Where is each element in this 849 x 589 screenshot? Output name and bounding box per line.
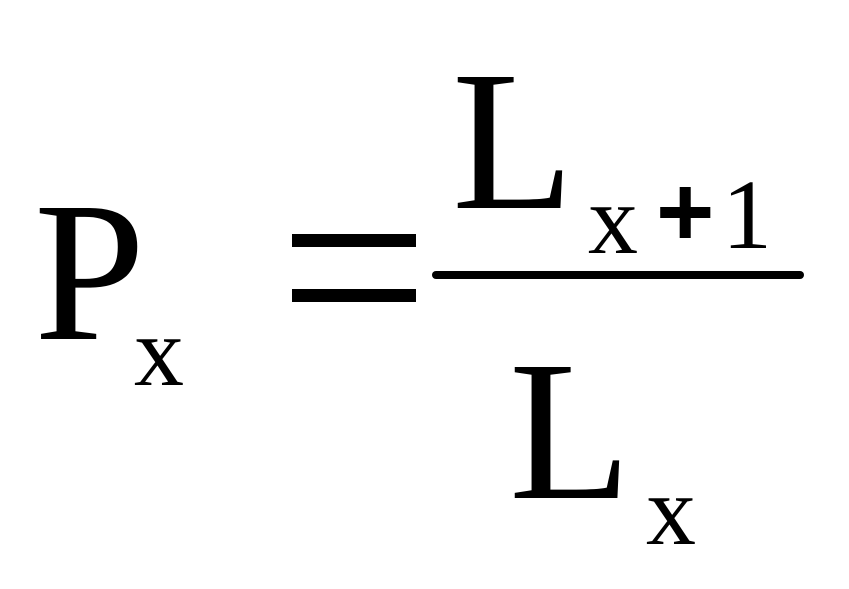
- lhs-subscript: x: [134, 296, 184, 407]
- fraction-bar: [432, 271, 804, 279]
- equals-bar-top: [292, 234, 416, 247]
- lhs-symbol: P: [34, 162, 146, 383]
- numerator-subscript-num: 1: [722, 159, 772, 270]
- numerator-subscript-var: x: [588, 164, 638, 275]
- denominator-subscript: x: [646, 455, 696, 566]
- numerator-symbol: L: [452, 31, 575, 252]
- numerator-subscript-op: +: [656, 156, 715, 268]
- denominator-symbol: L: [509, 321, 632, 542]
- equals-bar-bottom: [292, 289, 416, 302]
